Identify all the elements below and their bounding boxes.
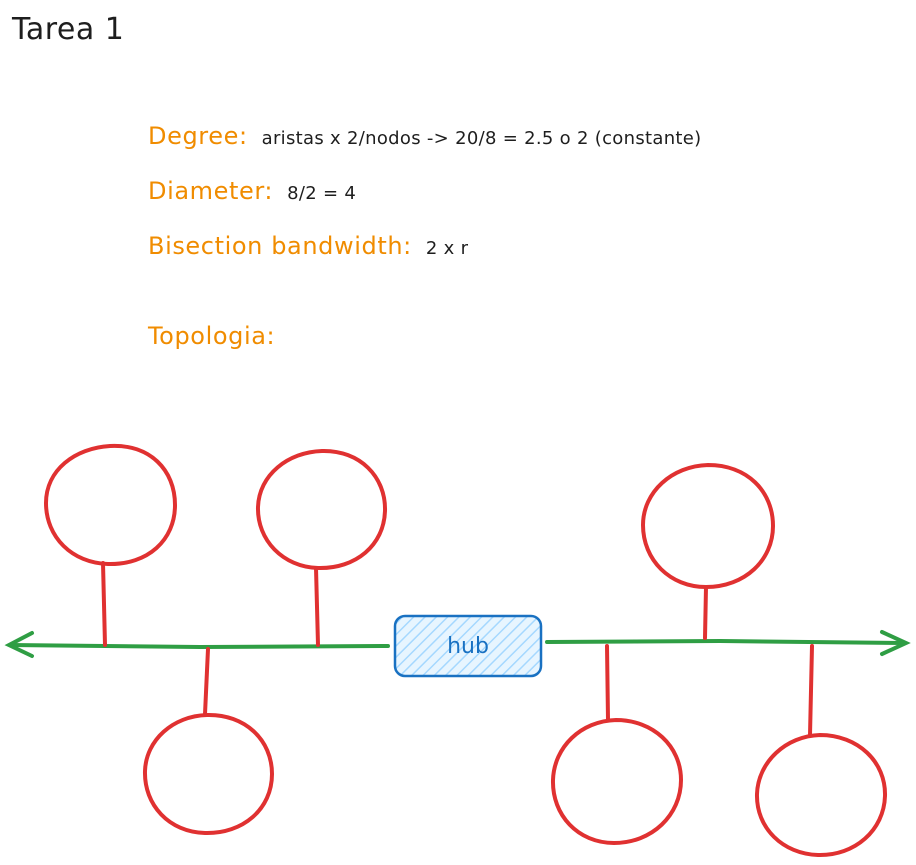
bisection-row: Bisection bandwidth: 2 x r (148, 232, 468, 260)
page-title: Tarea 1 (12, 12, 125, 47)
node-bottom-mid-right (550, 717, 684, 846)
node-bottom-right (754, 732, 888, 858)
degree-value: aristas x 2/nodos -> 20/8 = 2.5 o 2 (con… (261, 128, 702, 149)
bisection-label: Bisection bandwidth: (148, 232, 412, 260)
node-top-right (640, 462, 776, 590)
diameter-label: Diameter: (148, 177, 274, 205)
nodes (43, 443, 888, 858)
hub-box (393, 614, 543, 678)
diameter-row: Diameter: 8/2 = 4 (148, 177, 356, 205)
topologia-label: Topologia: (148, 322, 276, 350)
topologia-row: Topologia: (148, 322, 275, 350)
hub-label: hub (447, 633, 489, 659)
degree-label: Degree: (148, 122, 248, 150)
bus-right (545, 630, 911, 656)
node-bottom-left (142, 712, 275, 836)
node-connectors (101, 561, 814, 737)
arrowhead-right-icon (880, 630, 911, 656)
arrowhead-left-icon (4, 631, 34, 658)
node-top-left (43, 443, 178, 567)
node-top-mid (255, 448, 388, 571)
degree-row: Degree: aristas x 2/nodos -> 20/8 = 2.5 … (148, 122, 701, 150)
bisection-value: 2 x r (425, 238, 469, 259)
bus-left (4, 631, 390, 658)
diameter-value: 8/2 = 4 (287, 183, 357, 204)
